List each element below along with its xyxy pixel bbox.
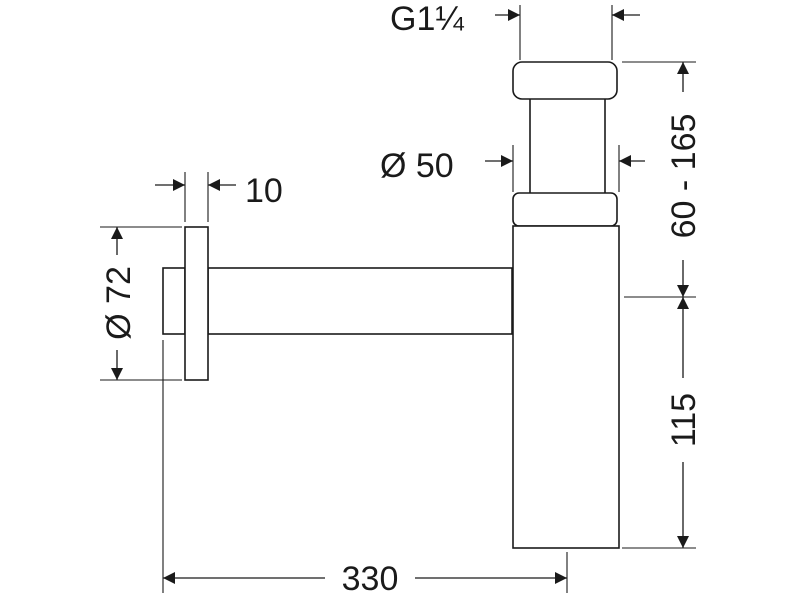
wall-stub [162,267,186,335]
tailpiece [529,97,606,196]
lower-height-label: 115 [665,393,703,447]
pipe-diameter-label: Ø 50 [380,147,454,185]
dimension-labels: G1¼ Ø 50 10 Ø 72 60 - 165 115 330 [100,0,703,598]
trap-assembly [162,61,620,549]
thread-size-label: G1¼ [390,0,464,38]
outlet-pipe [207,267,513,335]
height-range-label: 60 - 165 [665,114,703,239]
flange-diameter-label: Ø 72 [100,266,138,340]
top-nut [512,61,618,100]
lower-nut [512,192,618,227]
bottle-body [512,225,620,549]
total-length-label: 330 [342,560,399,598]
flange-thickness-label: 10 [245,172,283,210]
dimension-arrows [111,9,689,584]
wall-flange [184,226,209,381]
